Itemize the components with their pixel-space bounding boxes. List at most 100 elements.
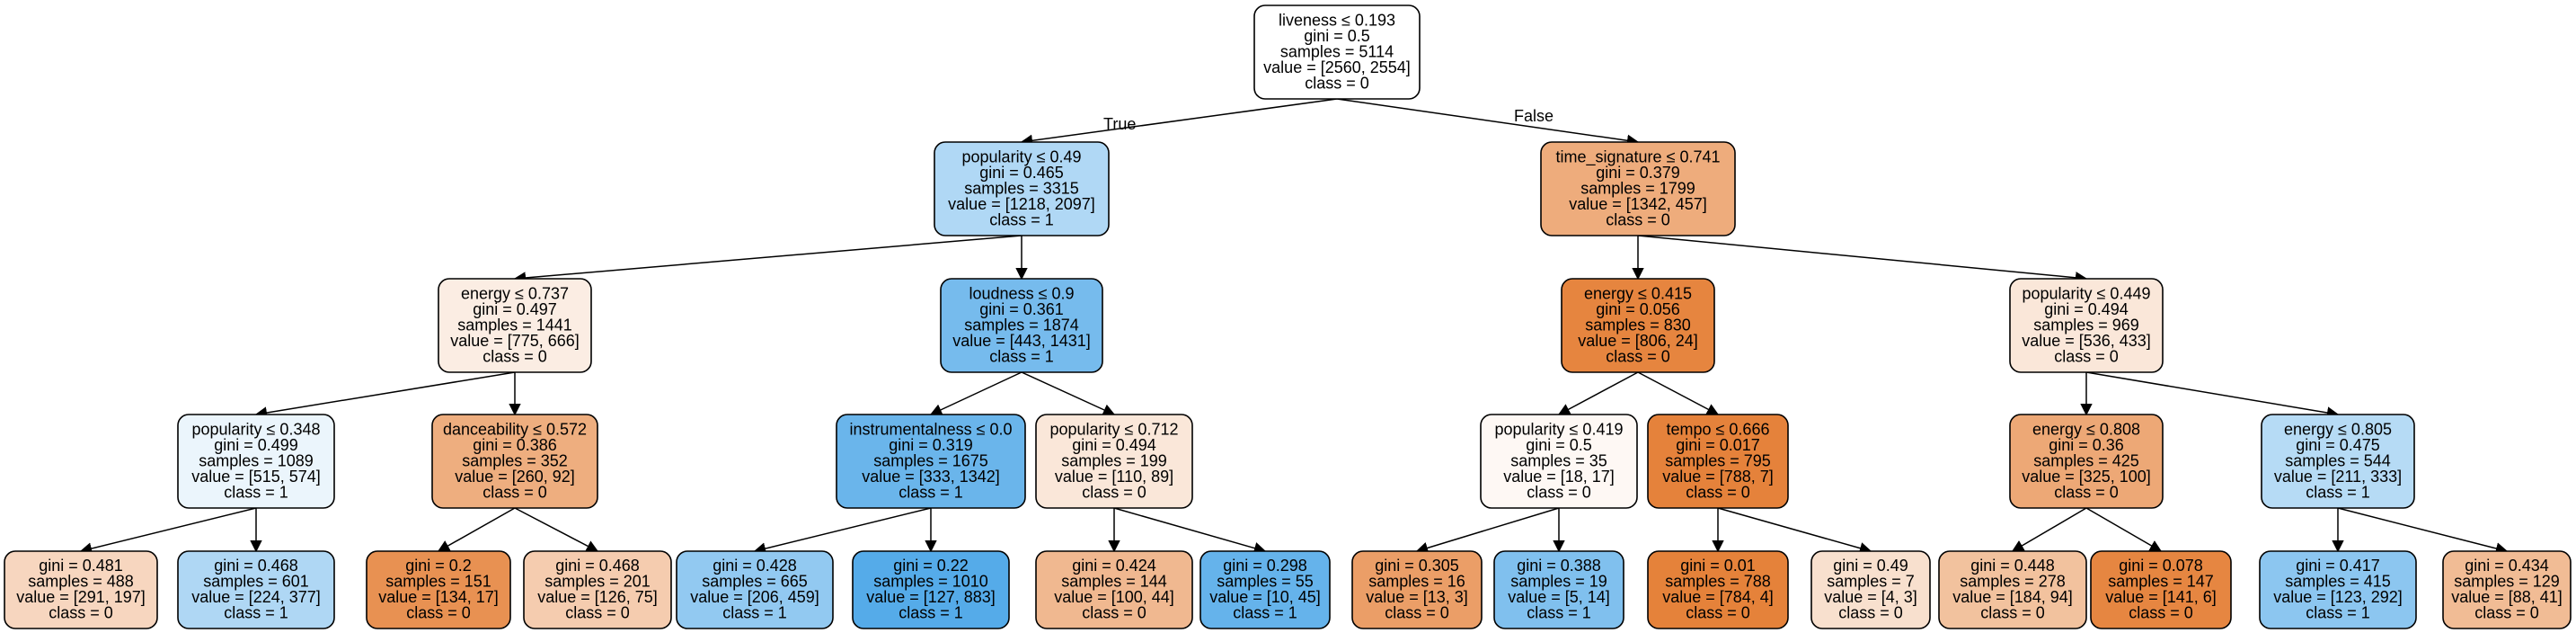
edge-n9-n19	[753, 507, 932, 555]
node-text-line: value = [123, 292]	[2273, 588, 2403, 606]
node-text-line: class = 0	[2054, 483, 2119, 501]
node-text-line: samples = 5114	[1280, 42, 1394, 60]
node-text-line: class = 0	[1305, 74, 1369, 92]
node-box	[1810, 550, 1931, 629]
node-box	[2090, 550, 2232, 629]
node-box	[1938, 550, 2087, 629]
node-text-line: class = 1	[1233, 604, 1297, 622]
node-text-line: class = 0	[406, 604, 471, 622]
node-text-line: gini = 0.319	[889, 436, 973, 454]
node-box	[177, 414, 335, 509]
node-text-line: popularity ≤ 0.348	[192, 420, 321, 438]
node-text-line: class = 0	[1527, 483, 1591, 501]
node-text-line: value = [4, 3]	[1824, 588, 1917, 606]
node-text-line: samples = 830	[1585, 316, 1691, 334]
node-text-line: gini = 0.305	[1375, 557, 1459, 575]
node-text-line: class = 0	[49, 604, 113, 622]
node-text-line: value = [5, 14]	[1508, 588, 1610, 606]
node-text-line: value = [134, 17]	[378, 588, 499, 606]
node-text-line: gini = 0.49	[1833, 557, 1908, 575]
node-text-line: samples = 488	[28, 573, 134, 591]
node-text-line: value = [806, 24]	[1578, 332, 1698, 350]
node-text-line: value = [260, 92]	[455, 468, 575, 486]
edge-n7-n15	[79, 507, 257, 555]
node-text-line: class = 1	[224, 604, 288, 622]
node-text-line: samples = 969	[2033, 316, 2139, 334]
node-text-line: gini = 0.434	[2465, 557, 2549, 575]
node-text-line: samples = 129	[2454, 573, 2560, 591]
node-box	[1647, 550, 1789, 629]
edge-n8-n18	[514, 507, 599, 552]
node-text-line: samples = 35	[1510, 451, 1607, 469]
node-text-line: gini = 0.361	[979, 300, 1064, 318]
node-text-line: samples = 601	[203, 573, 309, 591]
node-text-line: gini = 0.5	[1526, 436, 1592, 454]
node-text-line: samples = 278	[1960, 573, 2066, 591]
node-text-line: gini = 0.424	[1072, 557, 1156, 575]
node-text-line: gini = 0.298	[1223, 557, 1307, 575]
node-text-line: gini = 0.448	[1970, 557, 2055, 575]
node-text-line: samples = 788	[1665, 573, 1771, 591]
edge-n3-n7	[254, 371, 516, 419]
node-text-line: gini = 0.056	[1596, 300, 1680, 318]
node-text-line: time_signature ≤ 0.741	[1556, 147, 1721, 166]
node-text-line: value = [536, 433]	[2022, 332, 2151, 350]
node-text-line: class = 1	[2306, 483, 2370, 501]
node-text-line: value = [443, 1431]	[952, 332, 1091, 350]
node-text-line: class = 0	[2054, 347, 2119, 365]
node-text-line: value = [325, 100]	[2022, 468, 2151, 486]
edge-n13-n27	[2011, 507, 2087, 552]
node-text-line: gini = 0.468	[555, 557, 640, 575]
edge-n4-n9	[929, 371, 1022, 415]
node-text-line: instrumentalness ≤ 0.0	[850, 420, 1013, 438]
node-text-line: gini = 0.5	[1304, 27, 1370, 45]
node-text-line: value = [1342, 457]	[1569, 195, 1707, 213]
node-box	[1540, 141, 1736, 236]
edge-n10-n22	[1113, 507, 1267, 555]
node-box	[4, 550, 158, 629]
node-text-line: value = [775, 666]	[450, 332, 580, 350]
node-text-line: gini = 0.468	[214, 557, 298, 575]
node-text-line: popularity ≤ 0.49	[962, 147, 1082, 165]
node-text-line: value = [110, 89]	[1055, 468, 1173, 486]
node-box	[2442, 550, 2572, 629]
node-text-line: value = [2560, 2554]	[1263, 58, 1411, 76]
node-text-line: class = 1	[989, 210, 1054, 228]
edge-n5-n12	[1637, 371, 1720, 415]
node-text-line: value = [206, 459]	[690, 588, 819, 606]
node-text-line: class = 0	[1606, 210, 1670, 228]
node-box	[1253, 4, 1421, 100]
node-box	[676, 550, 834, 629]
node-box	[934, 141, 1110, 236]
node-text-line: energy ≤ 0.805	[2284, 420, 2392, 438]
edge-n8-n17	[437, 507, 516, 552]
node-text-line: class = 1	[224, 483, 288, 501]
node-box	[940, 278, 1103, 373]
node-text-line: value = [184, 94]	[1952, 588, 2073, 606]
node-text-line: value = [13, 3]	[1366, 588, 1468, 606]
node-box	[1480, 414, 1638, 509]
node-text-line: samples = 3315	[964, 179, 1079, 197]
node-text-line: gini = 0.417	[2296, 557, 2380, 575]
edge-n1-n3	[513, 235, 1022, 284]
node-text-line: class = 0	[1082, 604, 1146, 622]
node-box	[177, 550, 335, 629]
edge-n13-n28	[2085, 507, 2163, 552]
node-box	[2259, 550, 2417, 629]
node-text-line: gini = 0.386	[473, 436, 557, 454]
